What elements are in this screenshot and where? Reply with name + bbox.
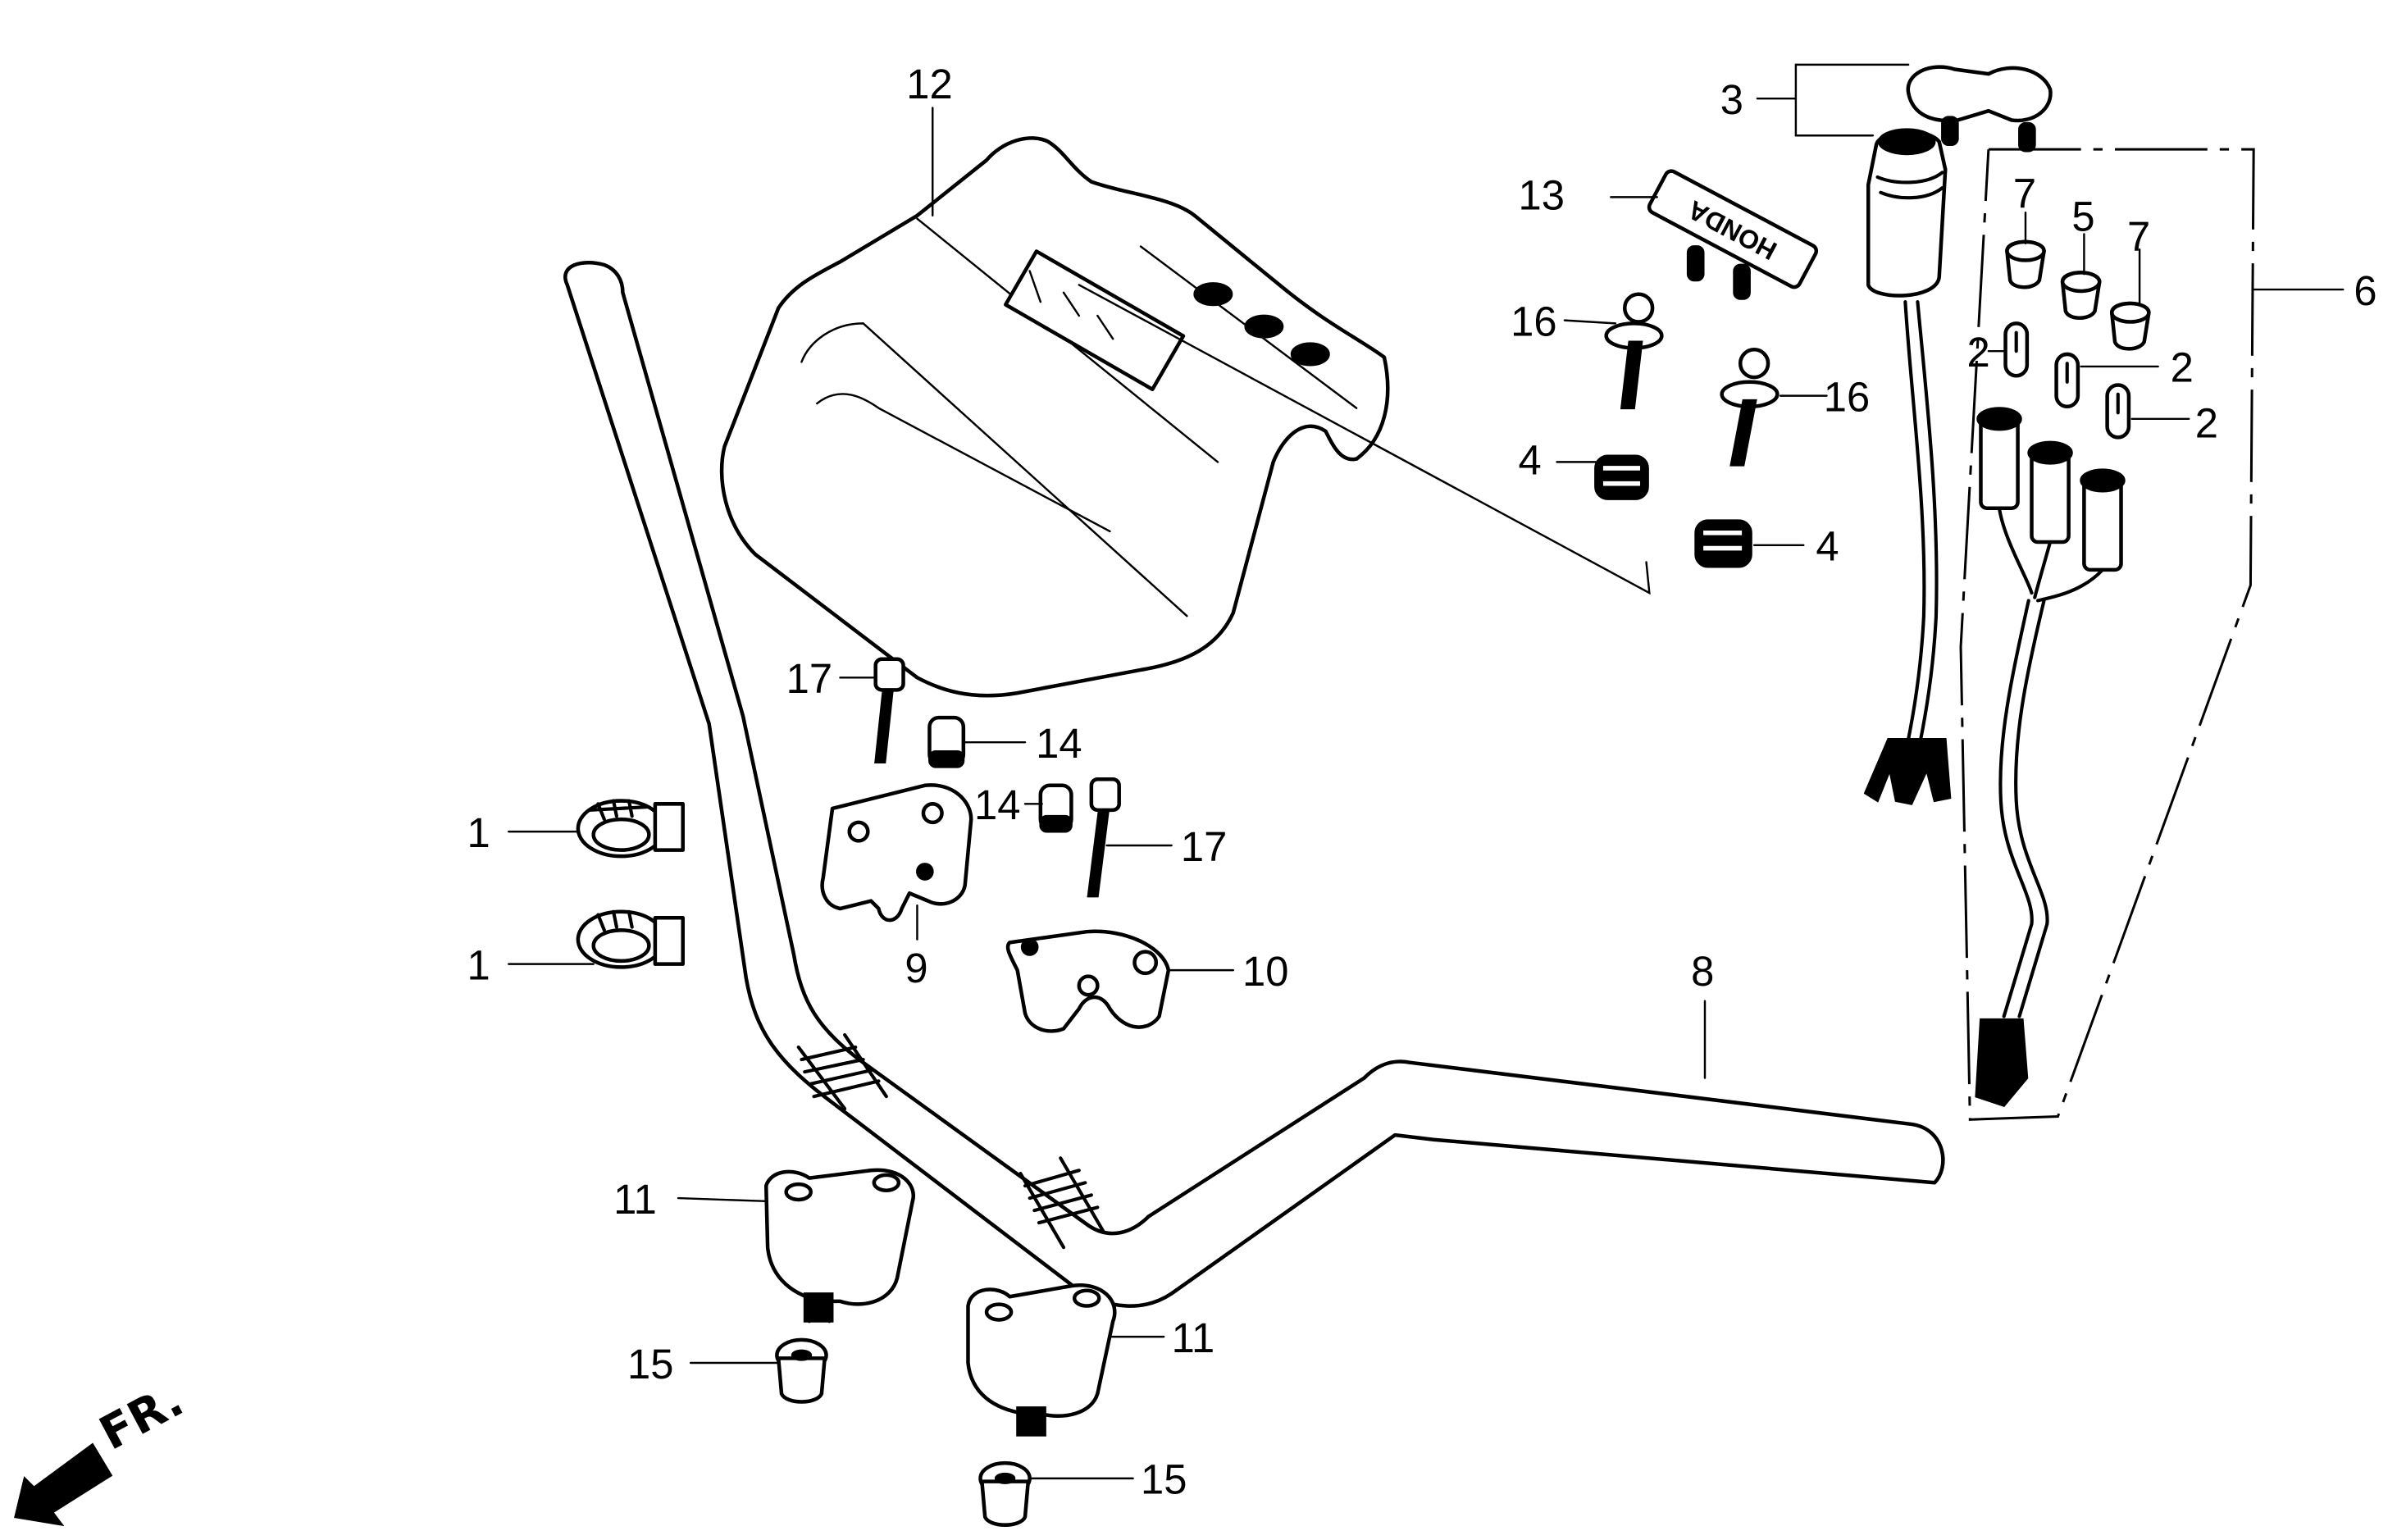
callout-labels: 1 1 2 2 2 3 4 4 5 6 7 7 8 9 10 11 11 12 … [467,61,2377,1502]
callout-9[interactable]: 9 [905,945,927,991]
bolt-upper[interactable] [873,657,905,764]
callout-17a[interactable]: 17 [786,655,832,702]
callout-8[interactable]: 8 [1691,948,1714,995]
callout-1a[interactable]: 1 [467,809,490,856]
callout-10[interactable]: 10 [1242,948,1288,995]
emblem[interactable]: HONDA [1647,169,1819,300]
front-direction-arrow-icon [14,1442,113,1527]
callout-3[interactable]: 3 [1720,76,1743,123]
callout-14a[interactable]: 14 [1036,720,1082,767]
callout-2c[interactable]: 2 [2195,399,2218,446]
collar-upper[interactable] [927,715,966,768]
front-indicator: FR. [14,1374,192,1527]
nut-right[interactable] [978,1460,1032,1527]
leader-lines [508,63,2345,1480]
key-set[interactable] [1906,65,2053,153]
screw-upper[interactable] [1604,292,1664,410]
callout-2a[interactable]: 2 [1967,329,1990,376]
bulb-c[interactable] [2105,383,2131,440]
knurl-right [1018,1156,1105,1250]
callout-7a[interactable]: 7 [2013,171,2036,217]
callout-16b[interactable]: 16 [1824,373,1870,420]
callout-7b[interactable]: 7 [2127,213,2150,260]
callout-11b[interactable]: 11 [1172,1314,1215,1361]
knurl-left [796,1032,888,1111]
callout-17b[interactable]: 17 [1181,823,1227,870]
ignition-switch[interactable] [1863,128,1952,805]
band-upper[interactable] [576,799,685,859]
bulb-b[interactable] [2054,352,2080,409]
screw-lower[interactable] [1720,348,1780,467]
upper-holder-9[interactable] [820,783,973,923]
callout-1b[interactable]: 1 [467,941,490,988]
handlebar-cover[interactable] [719,136,1651,698]
callout-2b[interactable]: 2 [2171,344,2194,391]
bolt-lower[interactable] [1087,777,1121,898]
callout-11a[interactable]: 11 [613,1176,657,1223]
indicator-lens-7b[interactable] [2109,301,2151,351]
callout-6[interactable]: 6 [2354,267,2376,314]
lower-holder-right[interactable] [966,1283,1117,1437]
callout-12[interactable]: 12 [906,61,952,107]
band-lower[interactable] [576,909,685,969]
callout-15a[interactable]: 15 [627,1341,673,1387]
front-indicator-label: FR. [91,1374,192,1460]
callout-5[interactable]: 5 [2071,194,2094,240]
indicator-lens-7a[interactable] [2005,239,2046,289]
callout-4b[interactable]: 4 [1816,523,1839,570]
upper-holder-10[interactable] [1005,929,1171,1033]
lower-holder-left[interactable] [763,1168,916,1324]
callout-4a[interactable]: 4 [1519,436,1542,483]
callout-13[interactable]: 13 [1519,171,1565,218]
bulb-a[interactable] [2003,321,2030,378]
callout-16a[interactable]: 16 [1511,298,1556,344]
indicator-sockets[interactable] [1975,407,2126,1108]
indicator-harness-box [1959,148,2255,1121]
nut-left[interactable] [775,1337,828,1404]
callout-15b[interactable]: 15 [1141,1456,1187,1503]
rubber-mount-lower[interactable] [1694,519,1752,568]
indicator-lens-5[interactable] [2060,271,2102,321]
collar-lower[interactable] [1038,783,1073,833]
rubber-mount-upper[interactable] [1594,454,1649,500]
callout-14b[interactable]: 14 [974,781,1020,828]
